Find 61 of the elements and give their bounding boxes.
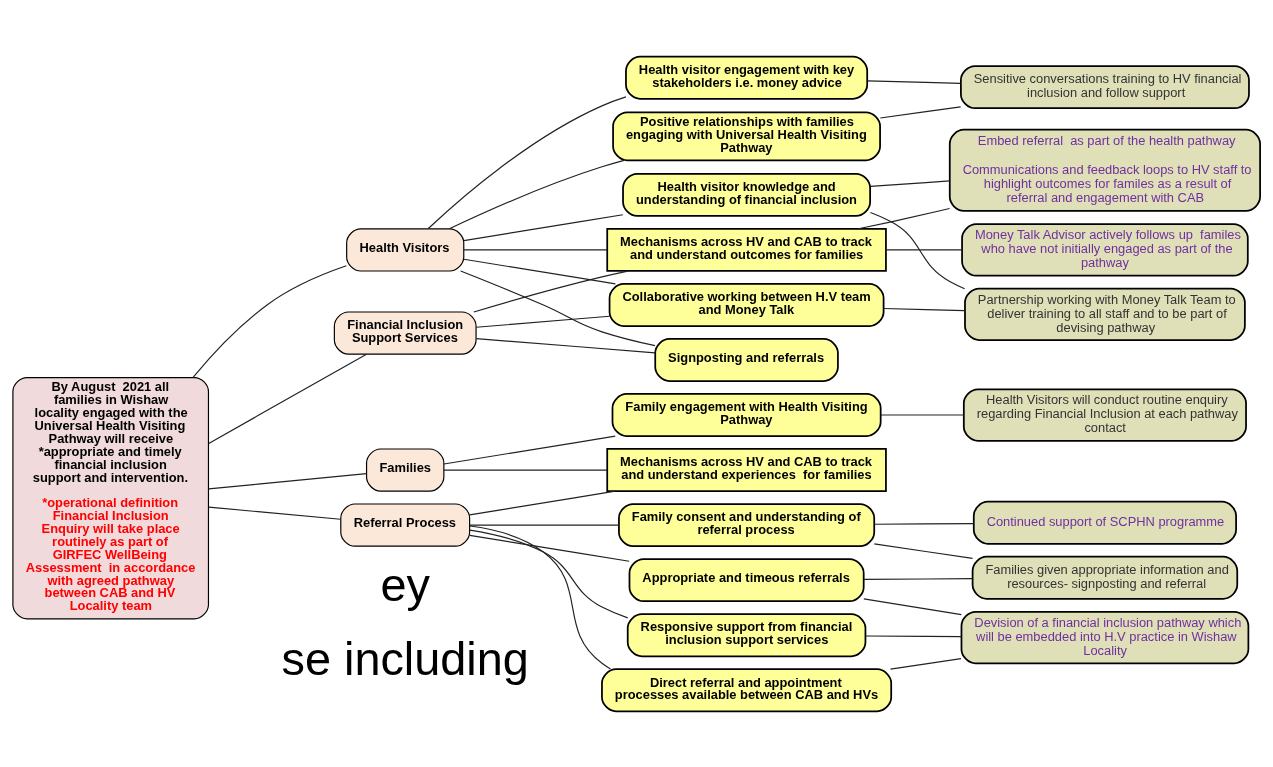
connector — [857, 207, 951, 229]
connector — [873, 542, 974, 559]
node-box: Devision of a financial inclusion pathway which will be embedded into H.V practice in Wishaw Locality — [960, 610, 1250, 664]
connector — [208, 353, 368, 444]
node-box: Positive relationships with families engaging with Universal Health Visiting Pathway — [612, 110, 881, 161]
connector — [463, 213, 624, 241]
connector — [869, 211, 966, 289]
node-box: Collaborative working between H.V team and Money Talk — [608, 282, 885, 327]
node-box: Referral Process — [340, 502, 471, 547]
connector — [885, 248, 963, 250]
connector — [475, 337, 656, 353]
node-box: Mechanisms across HV and CAB to track and understand experiences for families — [606, 447, 887, 492]
connector — [863, 577, 973, 580]
connector — [208, 472, 368, 489]
connector — [469, 524, 620, 526]
node-box: Mechanisms across HV and CAB to track and understand outcomes for families — [606, 227, 887, 272]
connector — [443, 469, 608, 471]
connector — [889, 657, 962, 670]
connector — [463, 258, 616, 284]
connector — [427, 95, 627, 229]
node-box: Financial Inclusion Support Services — [333, 310, 477, 355]
connector — [448, 159, 625, 229]
connector — [873, 522, 975, 525]
connector — [463, 248, 608, 250]
connector — [883, 307, 966, 311]
node-box: Health Visitors will conduct routine enquiry regarding Financial Inclusion at each pathway contact — [962, 387, 1247, 442]
connector — [473, 269, 629, 313]
connector — [460, 269, 656, 346]
node-box: Sensitive conversations training to HV financial inclusion and follow support — [960, 64, 1250, 109]
connector — [866, 79, 962, 84]
node-box: Families given appropriate information and resources- signposting and referral — [971, 555, 1239, 600]
node-box: Family consent and understanding of referral process — [618, 502, 876, 547]
node-box: Money Talk Advisor actively follows up familes who have not initially engaged as part of the pathway — [961, 222, 1249, 277]
label: se including — [281, 632, 529, 685]
connector — [475, 315, 611, 328]
node-box: Signposting and referrals — [654, 337, 839, 382]
connector — [869, 179, 951, 187]
node-box: Health visitor engagement with key stakeholders i.e. money advice — [625, 55, 869, 100]
node-box: Health visitor knowledge and understanding of financial inclusion — [622, 172, 871, 217]
connector — [192, 264, 347, 378]
node-box: By August 2021 all families in Wishaw locality engaged with the Universal Health Visiting Pathway will receive *appropriate and timely financial inclusion support and intervention. *operational definition Financial Inclusion Enquiry will take place routinely as part of GIRFEC WellBeing Assessment in accordance with agreed pathway between CAB and HV Locality team — [12, 376, 210, 619]
node-box: Family engagement with Health Visiting Pathway — [611, 392, 882, 437]
connector — [880, 413, 965, 416]
connector — [443, 435, 616, 465]
node-box: Appropriate and timeous referrals — [628, 557, 865, 602]
connector — [208, 506, 342, 520]
connector — [863, 597, 962, 615]
connector — [469, 524, 612, 670]
node-box: Health Visitors — [346, 227, 465, 272]
connector — [469, 534, 630, 562]
node-box: Continued support of SCPHN programme — [972, 500, 1237, 545]
node-box: Embed referral as part of the health pathway Communications and feedback loops to HV staff to highlight outcomes for familes as a result of referral and engagement with CAB — [948, 128, 1261, 212]
node-box: Direct referral and appointment processes available between CAB and HVs — [601, 667, 893, 712]
node-box: Partnership working with Money Talk Team to deliver training to all staff and to be part of devising pathway — [964, 287, 1246, 341]
connector — [469, 529, 629, 618]
label: ey — [380, 558, 430, 611]
node-box: Responsive support from financial inclusion support services — [626, 612, 867, 657]
connector — [879, 105, 962, 119]
node-box: Families — [366, 447, 445, 492]
connector — [469, 490, 616, 515]
connector — [865, 634, 962, 637]
